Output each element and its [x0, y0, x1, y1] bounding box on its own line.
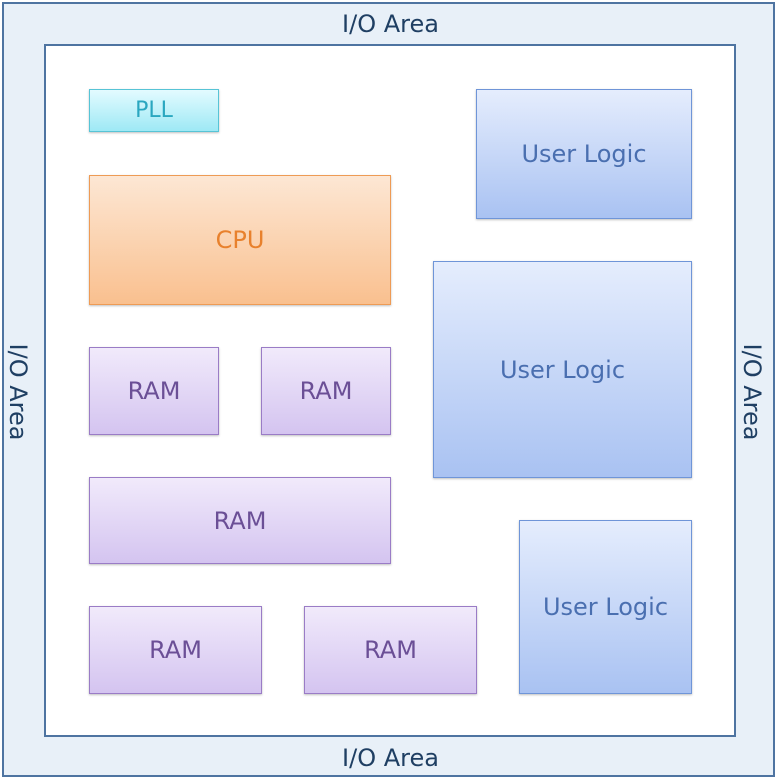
io-area-right-label: I/O Area: [738, 343, 766, 441]
pll-label: PLL: [135, 98, 173, 123]
ram-label-3: RAM: [213, 506, 267, 535]
io-area-left-label: I/O Area: [4, 343, 32, 441]
ram-label-4: RAM: [149, 636, 202, 664]
ram-block-5: RAM: [304, 606, 477, 694]
user-logic-label-1: User Logic: [521, 140, 647, 168]
pll-block: PLL: [89, 89, 219, 132]
ram-block-3: RAM: [89, 477, 391, 564]
ram-block-1: RAM: [89, 347, 219, 435]
user-logic-label-2: User Logic: [499, 355, 626, 384]
ram-label-5: RAM: [364, 636, 417, 664]
ram-block-2: RAM: [261, 347, 391, 435]
cpu-block: CPU: [89, 175, 391, 305]
ram-label-2: RAM: [299, 377, 353, 405]
user-logic-block-3: User Logic: [519, 520, 692, 694]
ram-label-1: RAM: [127, 377, 181, 405]
ram-block-4: RAM: [89, 606, 262, 694]
user-logic-label-3: User Logic: [542, 593, 669, 621]
user-logic-block-1: User Logic: [476, 89, 692, 219]
io-area-bottom-label: I/O Area: [342, 744, 439, 772]
user-logic-block-2: User Logic: [433, 261, 692, 478]
io-area-top-label: I/O Area: [342, 10, 439, 38]
cpu-label: CPU: [215, 226, 265, 254]
